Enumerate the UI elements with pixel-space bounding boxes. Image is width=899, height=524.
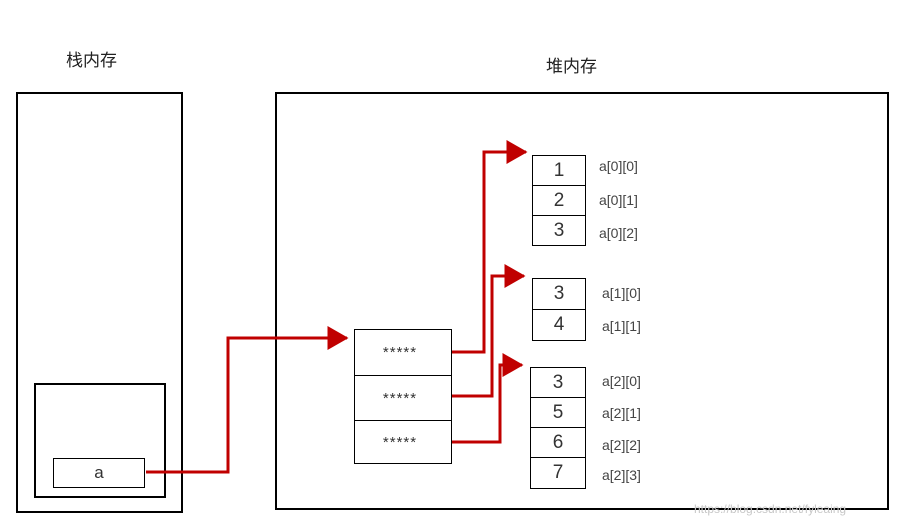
index-label-0-1: a[0][1] — [599, 192, 638, 208]
variable-a-cell: a — [53, 458, 145, 488]
index-label-2-0: a[2][0] — [602, 373, 641, 389]
array-1-cell-0-value: 3 — [553, 283, 565, 304]
index-label-0-0: a[0][0] — [599, 158, 638, 174]
pointer-cell-2: ***** — [354, 420, 452, 464]
arrow-stack-to-heap — [146, 326, 349, 474]
heap-memory-title: 堆内存 — [546, 57, 597, 77]
array-0-cell-0-value: 1 — [553, 159, 565, 181]
array-1-cell-1-value: 4 — [553, 314, 565, 335]
variable-a-label: a — [94, 463, 104, 482]
arrow-pointer-2-to-row-2 — [452, 353, 524, 444]
watermark: https://blog.csdn.net/fyleaing — [694, 502, 847, 516]
arrow-pointer-0-to-row-0 — [452, 140, 528, 354]
pointer-cell-0-text: ***** — [382, 344, 418, 361]
array-2-cell-3-value: 7 — [552, 462, 564, 483]
array-2-cell-3: 7 — [530, 457, 586, 489]
arrow-pointer-1-to-row-1 — [452, 264, 526, 398]
array-2-cell-1-value: 5 — [552, 401, 564, 423]
pointer-cell-1: ***** — [354, 375, 452, 421]
pointer-cell-1-text: ***** — [382, 389, 418, 407]
array-2-cell-0-value: 3 — [552, 371, 564, 393]
index-label-2-1: a[2][1] — [602, 405, 641, 421]
array-0-cell-2-value: 3 — [553, 219, 565, 241]
index-label-2-2: a[2][2] — [602, 437, 641, 453]
index-label-2-3: a[2][3] — [602, 467, 641, 483]
index-label-1-0: a[1][0] — [602, 285, 641, 301]
array-0-cell-0: 1 — [532, 155, 586, 186]
stack-memory-title: 栈内存 — [66, 51, 117, 71]
array-0-cell-1: 2 — [532, 185, 586, 216]
pointer-cell-0: ***** — [354, 329, 452, 376]
index-label-1-1: a[1][1] — [602, 318, 641, 334]
array-0-cell-2: 3 — [532, 215, 586, 246]
index-label-0-2: a[0][2] — [599, 225, 638, 241]
array-1-cell-1: 4 — [532, 309, 586, 341]
pointer-cell-2-text: ***** — [382, 433, 418, 451]
array-0-cell-1-value: 2 — [553, 189, 565, 211]
array-2-cell-2-value: 6 — [552, 431, 564, 453]
array-1-cell-0: 3 — [532, 278, 586, 310]
